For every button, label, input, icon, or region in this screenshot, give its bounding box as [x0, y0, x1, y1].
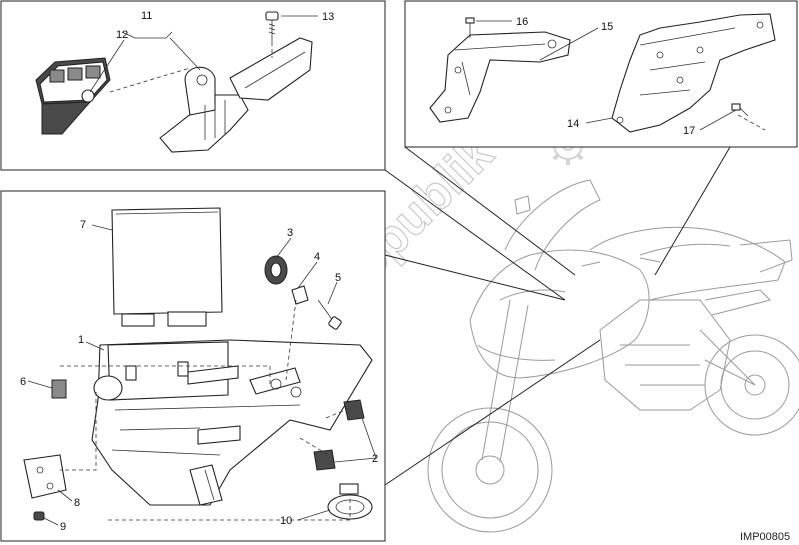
label-5: 5 [335, 272, 341, 284]
motorcycle-outline [427, 179, 799, 533]
label-10: 10 [280, 515, 292, 527]
bracket-15 [429, 31, 571, 123]
pad-6 [51, 379, 67, 399]
bracket-14 [611, 13, 776, 133]
plate-8 [23, 454, 67, 499]
label-14: 14 [567, 118, 579, 130]
diagram-code: IMP00805 [740, 531, 790, 543]
bracket-11 [109, 37, 313, 153]
screw-16 [465, 17, 475, 38]
ecu-unit-7 [111, 207, 223, 327]
screw-9 [33, 511, 45, 521]
label-13: 13 [322, 11, 334, 23]
main-bracket-1 [91, 339, 373, 506]
label-7: 7 [80, 219, 86, 231]
label-9: 9 [60, 521, 66, 533]
label-1: 1 [78, 334, 84, 346]
rubber-block-2b [313, 449, 336, 471]
spacer-4 [291, 285, 309, 305]
label-15: 15 [601, 21, 613, 33]
label-2: 2 [372, 453, 378, 465]
label-4: 4 [314, 251, 320, 263]
panel-top-left: 11 12 13 [0, 0, 386, 171]
label-17: 17 [683, 125, 695, 137]
grommet-3 [264, 255, 288, 285]
label-3: 3 [287, 227, 293, 239]
rubber-block-2a [343, 399, 365, 421]
panel-top-right: 16 15 14 17 [404, 0, 798, 148]
label-6: 6 [20, 376, 26, 388]
label-8: 8 [74, 497, 80, 509]
label-11: 11 [141, 10, 152, 22]
panel-bottom-left: 7 3 4 5 1 6 2 8 9 10 [0, 190, 386, 542]
label-12: 12 [116, 29, 128, 41]
callout-lines [384, 146, 731, 486]
bolt-5 [317, 299, 342, 330]
bolt-13 [265, 11, 279, 58]
label-16: 16 [516, 16, 528, 28]
